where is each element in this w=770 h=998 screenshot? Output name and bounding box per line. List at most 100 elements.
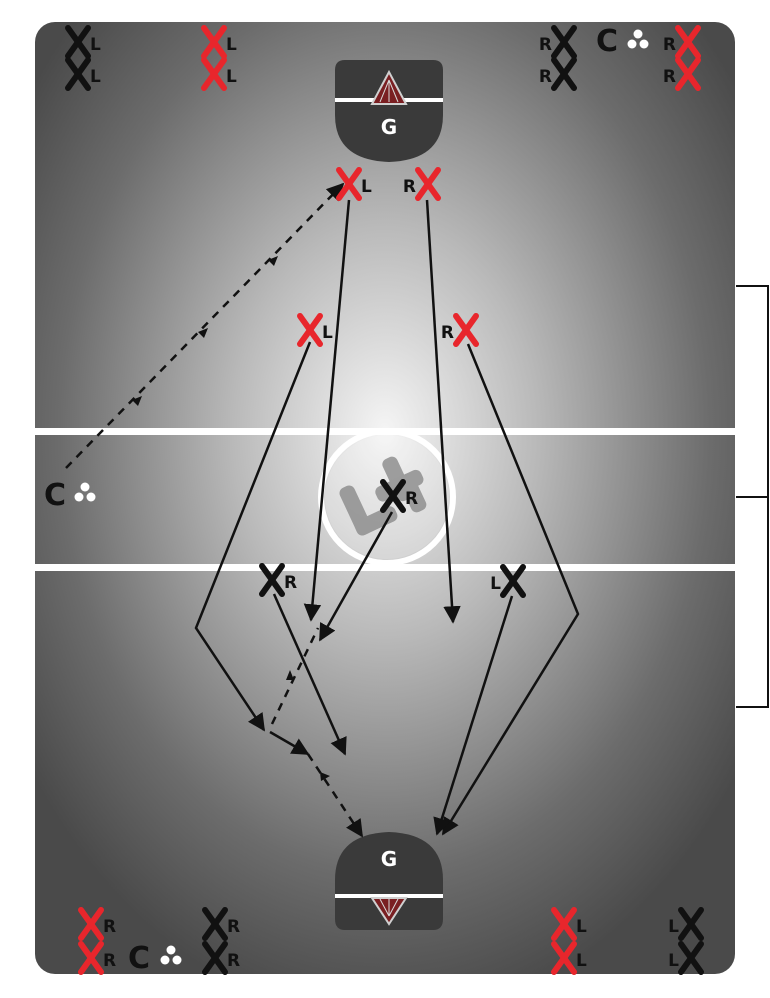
player-side-letter: L xyxy=(90,35,101,55)
player-mid-left: R xyxy=(259,563,297,597)
player-x-mark xyxy=(65,25,91,59)
bracket xyxy=(736,285,769,708)
arrow-center xyxy=(318,511,394,642)
arrow-crease-right xyxy=(425,199,461,624)
player-side-letter: L xyxy=(490,574,501,594)
goal-top-label: G xyxy=(381,115,397,139)
player-x-mark xyxy=(675,25,701,59)
lacrosse-logo-icon xyxy=(318,428,456,566)
player-tr-2: R xyxy=(539,57,577,91)
player-x-mark xyxy=(380,479,406,513)
goal-top: G xyxy=(335,60,443,162)
player-x-mark xyxy=(65,57,91,91)
player-bl-blk-2: R xyxy=(202,941,240,975)
player-tr-red-1: R xyxy=(663,25,701,59)
player-side-letter: L xyxy=(361,177,372,197)
coach-symbol: C xyxy=(596,24,618,59)
player-x-mark xyxy=(336,167,362,201)
player-side-letter: R xyxy=(103,917,116,937)
player-side-letter: R xyxy=(663,35,676,55)
player-x-mark xyxy=(500,564,526,598)
player-x-mark xyxy=(551,941,577,975)
player-side-letter: R xyxy=(539,67,552,87)
player-tl-red-2: L xyxy=(201,57,237,91)
player-x-mark xyxy=(201,25,227,59)
player-side-letter: R xyxy=(103,951,116,971)
player-side-letter: L xyxy=(576,951,587,971)
coach-symbol: C xyxy=(128,941,150,976)
player-mid-right: L xyxy=(490,564,526,598)
player-br-red-2: L xyxy=(551,941,587,975)
player-x-mark xyxy=(202,941,228,975)
pass-coach-to-crease xyxy=(65,182,345,469)
player-br-blk-2: L xyxy=(668,941,704,975)
player-x-mark xyxy=(415,167,441,201)
player-x-mark xyxy=(551,907,577,941)
coach-left: C xyxy=(44,478,96,513)
player-side-letter: L xyxy=(90,67,101,87)
player-side-letter: R xyxy=(227,917,240,937)
player-bl-red-2: R xyxy=(78,941,116,975)
balls-icon xyxy=(74,482,96,502)
player-side-letter: R xyxy=(441,323,454,343)
player-tl-red-1: L xyxy=(201,25,237,59)
pass-arrows xyxy=(65,182,364,838)
balls-icon xyxy=(160,945,182,965)
pass-arrow-chevrons xyxy=(132,256,330,781)
restraining-line-bottom xyxy=(35,564,735,571)
player-x-mark xyxy=(551,57,577,91)
arrow-wing-left xyxy=(194,341,312,732)
player-wing-left: L xyxy=(297,313,333,347)
player-tl-1: L xyxy=(65,25,101,59)
player-x-mark xyxy=(201,57,227,91)
player-x-mark xyxy=(453,313,479,347)
player-x-mark xyxy=(202,907,228,941)
player-side-letter: R xyxy=(663,67,676,87)
player-center: R xyxy=(380,479,418,513)
player-bl-blk-1: R xyxy=(202,907,240,941)
coach-top-right: C xyxy=(596,24,649,59)
player-side-letter: L xyxy=(668,951,679,971)
player-crease-right: R xyxy=(403,167,441,201)
player-x-mark xyxy=(678,907,704,941)
player-wing-right: R xyxy=(441,313,479,347)
player-br-blk-1: L xyxy=(668,907,704,941)
player-side-letter: R xyxy=(405,489,418,509)
coach-bottom-left: C xyxy=(128,941,182,976)
player-x-mark xyxy=(675,57,701,91)
player-side-letter: R xyxy=(539,35,552,55)
player-crease-left: L xyxy=(336,167,372,201)
balls-icon xyxy=(627,29,649,49)
arrow-mid-left xyxy=(272,593,347,756)
player-side-letter: R xyxy=(403,177,416,197)
player-x-mark xyxy=(297,313,323,347)
goal-bottom-label: G xyxy=(381,847,397,871)
player-side-letter: L xyxy=(576,917,587,937)
arrow-wing-right xyxy=(441,343,580,836)
player-side-letter: L xyxy=(322,323,333,343)
player-side-letter: R xyxy=(227,951,240,971)
player-tr-1: R xyxy=(539,25,577,59)
pass-feed xyxy=(270,627,320,725)
player-tr-red-2: R xyxy=(663,57,701,91)
goal-bottom: G xyxy=(335,832,443,930)
player-x-mark xyxy=(78,907,104,941)
player-side-letter: L xyxy=(668,917,679,937)
coach-symbol: C xyxy=(44,478,66,513)
player-x-mark xyxy=(551,25,577,59)
player-tl-2: L xyxy=(65,57,101,91)
player-br-red-1: L xyxy=(551,907,587,941)
player-x-mark xyxy=(78,941,104,975)
arrow-crease-left xyxy=(303,199,351,622)
player-side-letter: R xyxy=(284,573,297,593)
arrow-wing-left-2 xyxy=(269,730,310,756)
arrow-mid-right xyxy=(433,595,514,836)
player-x-mark xyxy=(678,941,704,975)
player-x-mark xyxy=(259,563,285,597)
movement-arrows xyxy=(194,199,580,836)
player-bl-red-1: R xyxy=(78,907,116,941)
pass-to-goal xyxy=(306,753,364,838)
player-side-letter: L xyxy=(226,35,237,55)
player-side-letter: L xyxy=(226,67,237,87)
